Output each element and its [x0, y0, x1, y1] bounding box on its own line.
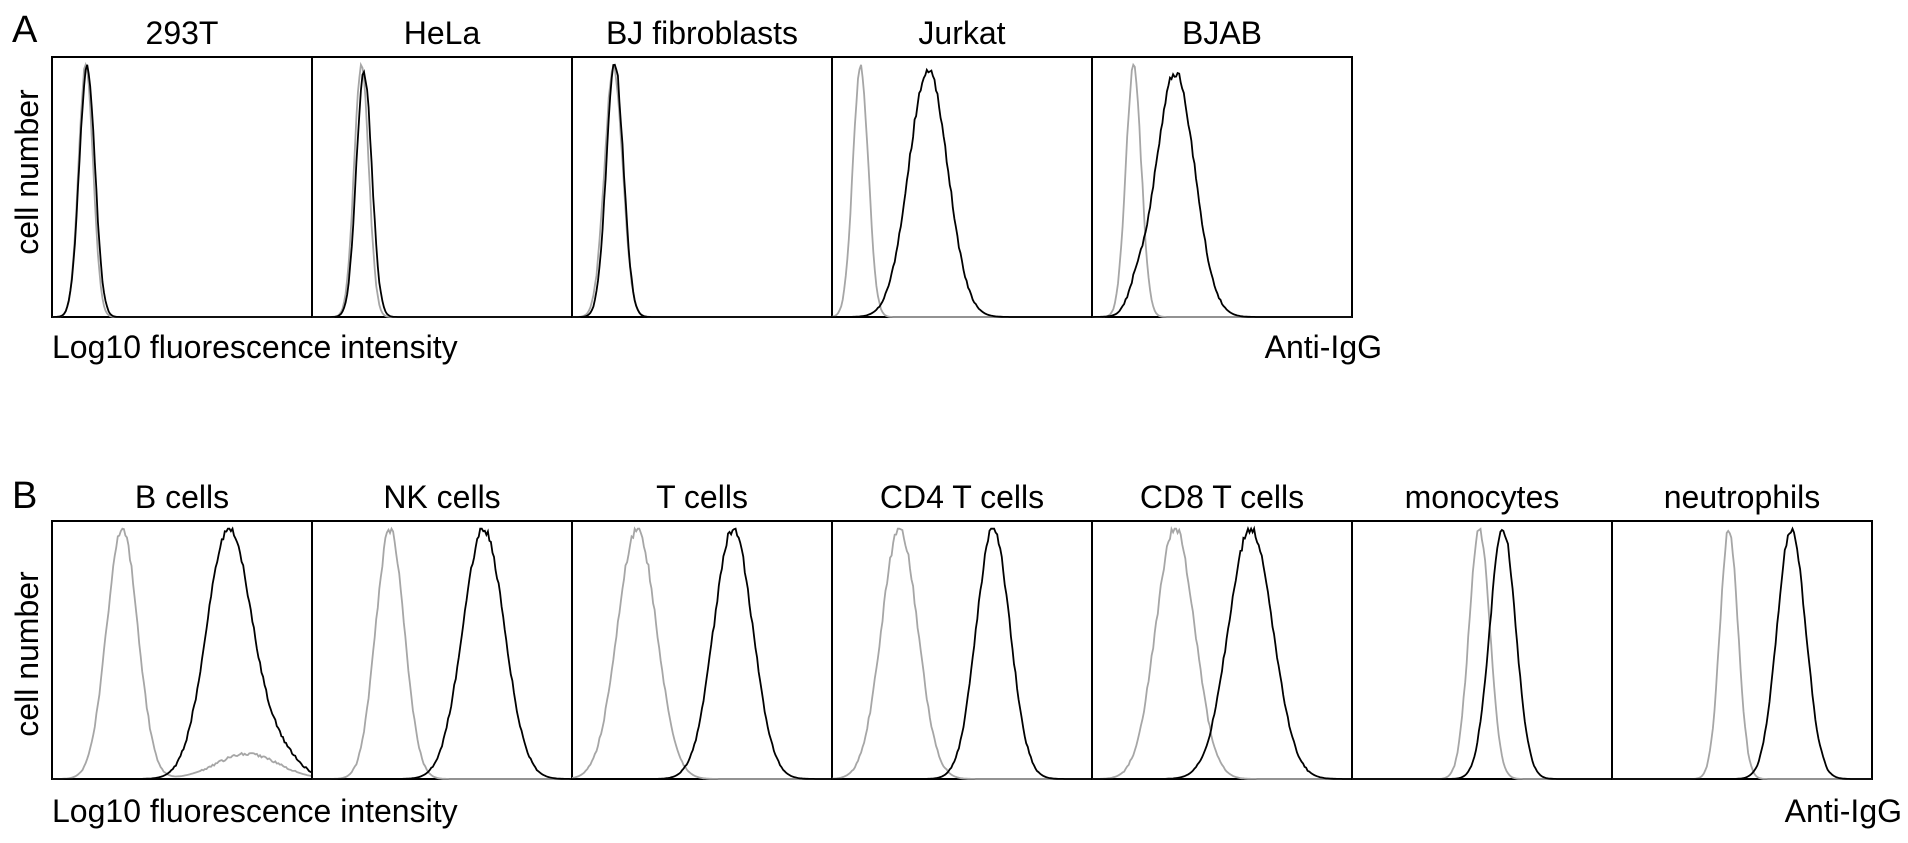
control-histogram — [1092, 525, 1352, 780]
anti-igg-histogram — [1092, 525, 1352, 780]
anti-igg-histogram — [52, 64, 312, 318]
panel-frame — [1091, 520, 1353, 780]
panel-frame — [1611, 520, 1873, 780]
control-histogram — [52, 527, 313, 780]
reagent-label-a: Anti-IgG — [1265, 329, 1382, 365]
control-histogram — [832, 527, 1092, 780]
anti-igg-histogram — [1352, 528, 1612, 780]
reagent-label-b: Anti-IgG — [1785, 793, 1902, 829]
panel-row-a: A cell number Log10 fluorescence intensi… — [9, 9, 1382, 365]
anti-igg-histogram — [572, 63, 832, 318]
y-axis-label-a: cell number — [9, 89, 45, 255]
panel-title: 293T — [146, 15, 219, 51]
histogram-panel: Jurkat — [831, 15, 1093, 318]
histogram-panel: 293T — [51, 15, 313, 318]
control-histogram — [1612, 529, 1872, 780]
control-histogram — [572, 64, 832, 318]
panel-title: monocytes — [1405, 479, 1560, 515]
histogram-panel: B cells — [51, 479, 313, 780]
panel-title: Jurkat — [918, 15, 1005, 51]
panel-title: T cells — [656, 479, 748, 515]
histogram-panel: BJ fibroblasts — [571, 15, 833, 318]
histogram-panel: CD8 T cells — [1091, 479, 1353, 780]
histogram-panel: BJAB — [1091, 15, 1353, 318]
histogram-panel: T cells — [571, 479, 833, 780]
panel-frame — [311, 56, 573, 318]
panel-title: BJAB — [1182, 15, 1262, 51]
panel-title: neutrophils — [1664, 479, 1821, 515]
histogram-panel: CD4 T cells — [831, 479, 1093, 780]
panel-title: B cells — [135, 479, 229, 515]
panel-title: HeLa — [404, 15, 481, 51]
anti-igg-histogram — [52, 526, 313, 780]
panel-title: CD4 T cells — [880, 479, 1044, 515]
panel-label-a: A — [12, 9, 38, 51]
panel-frame — [831, 520, 1093, 780]
panel-row-b: B cell number Log10 fluorescence intensi… — [9, 475, 1902, 829]
anti-igg-histogram — [1092, 71, 1352, 318]
control-histogram — [1352, 527, 1612, 780]
histogram-panel: NK cells — [311, 479, 573, 780]
anti-igg-histogram — [312, 69, 572, 318]
x-axis-label-b: Log10 fluorescence intensity — [52, 793, 458, 829]
panel-frame — [1351, 520, 1613, 780]
anti-igg-histogram — [832, 527, 1092, 780]
control-histogram — [571, 526, 832, 780]
anti-igg-histogram — [572, 527, 832, 780]
histogram-panel: neutrophils — [1611, 479, 1873, 780]
panel-label-b: B — [12, 475, 37, 517]
anti-igg-histogram — [1612, 526, 1872, 780]
panel-frame — [831, 56, 1093, 318]
x-axis-label-a: Log10 fluorescence intensity — [52, 329, 458, 365]
control-histogram — [312, 61, 572, 318]
panel-frame — [311, 520, 573, 780]
panel-title: CD8 T cells — [1140, 479, 1304, 515]
control-histogram — [312, 526, 572, 780]
panel-frame — [1091, 56, 1353, 318]
panel-frame — [51, 520, 313, 780]
histogram-panel: HeLa — [311, 15, 573, 318]
histogram-panels-b: B cells NK cells T cells CD4 T cells CD8 T c… — [51, 479, 1873, 780]
panel-title: NK cells — [383, 479, 500, 515]
anti-igg-histogram — [312, 527, 572, 780]
histogram-panel: monocytes — [1351, 479, 1613, 780]
panel-frame — [571, 520, 833, 780]
control-histogram — [831, 64, 1092, 318]
anti-igg-histogram — [832, 67, 1092, 318]
y-axis-label-b: cell number — [9, 571, 45, 737]
histogram-panels-a: 293T HeLa BJ fibroblasts Jurkat BJAB — [51, 15, 1353, 318]
control-histogram — [1092, 62, 1352, 318]
panel-title: BJ fibroblasts — [606, 15, 798, 51]
